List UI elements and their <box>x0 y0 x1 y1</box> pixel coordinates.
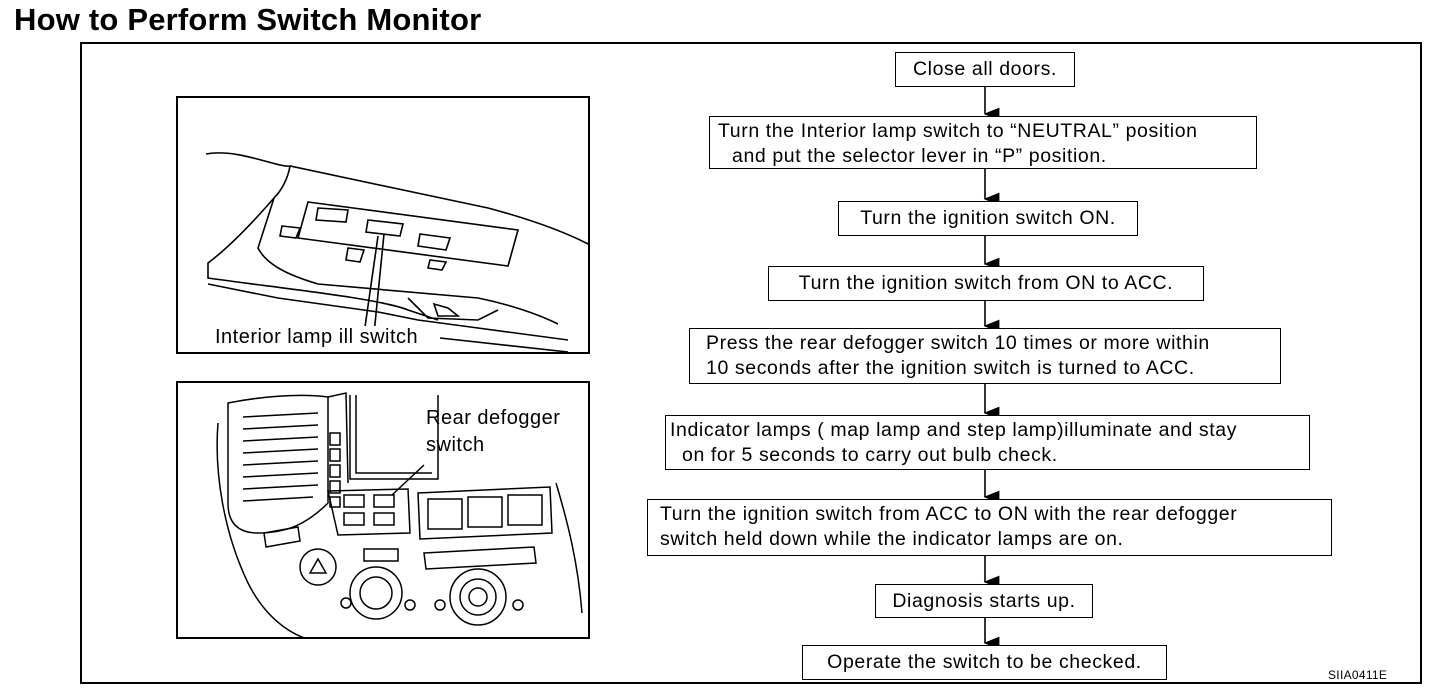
step-7-line1: Turn the ignition switch from ACC to ON … <box>660 503 1238 525</box>
step-2-line2: and put the selector lever in “P” positi… <box>732 145 1107 167</box>
step-5-line2: 10 seconds after the ignition switch is … <box>706 357 1195 379</box>
figure-code: SIIA0411E <box>1328 668 1388 682</box>
step-1-box: Close all doors. <box>895 52 1075 87</box>
step-3-box: Turn the ignition switch ON. <box>838 201 1138 236</box>
step-7-line2: switch held down while the indicator lam… <box>660 528 1124 550</box>
step-6-line1: Indicator lamps ( map lamp and step lamp… <box>670 419 1238 441</box>
overhead-console-drawing <box>205 152 588 352</box>
interior-lamp-illustration: Interior lamp ill switch <box>176 96 590 354</box>
step-8-box: Diagnosis starts up. <box>875 584 1093 618</box>
step-6-line2: on for 5 seconds to carry out bulb check… <box>682 444 1058 466</box>
step-8-text: Diagnosis starts up. <box>892 590 1076 612</box>
step-9-text: Operate the switch to be checked. <box>827 651 1142 673</box>
instrument-panel-drawing <box>216 392 583 637</box>
step-3-text: Turn the ignition switch ON. <box>860 207 1116 229</box>
step-7-box: Turn the ignition switch from ACC to ON … <box>647 499 1332 556</box>
rear-defogger-label-line2: switch <box>426 434 485 456</box>
step-4-box: Turn the ignition switch from ON to ACC. <box>768 266 1204 301</box>
step-4-text: Turn the ignition switch from ON to ACC. <box>798 272 1174 294</box>
step-2-box: Turn the Interior lamp switch to “NEUTRA… <box>709 116 1257 169</box>
step-6-box: Indicator lamps ( map lamp and step lamp… <box>665 415 1310 470</box>
step-2-line1: Turn the Interior lamp switch to “NEUTRA… <box>718 120 1198 142</box>
step-9-box: Operate the switch to be checked. <box>802 645 1167 680</box>
rear-defogger-illustration: Rear defogger switch <box>176 381 590 639</box>
page-title: How to Perform Switch Monitor <box>14 2 482 37</box>
figure-frame <box>80 42 1422 684</box>
step-5-line1: Press the rear defogger switch 10 times … <box>706 332 1210 354</box>
interior-lamp-switch-label: Interior lamp ill switch <box>215 326 419 349</box>
rear-defogger-label-line1: Rear defogger <box>426 407 561 429</box>
step-5-box: Press the rear defogger switch 10 times … <box>689 328 1281 384</box>
step-1-text: Close all doors. <box>913 58 1057 80</box>
